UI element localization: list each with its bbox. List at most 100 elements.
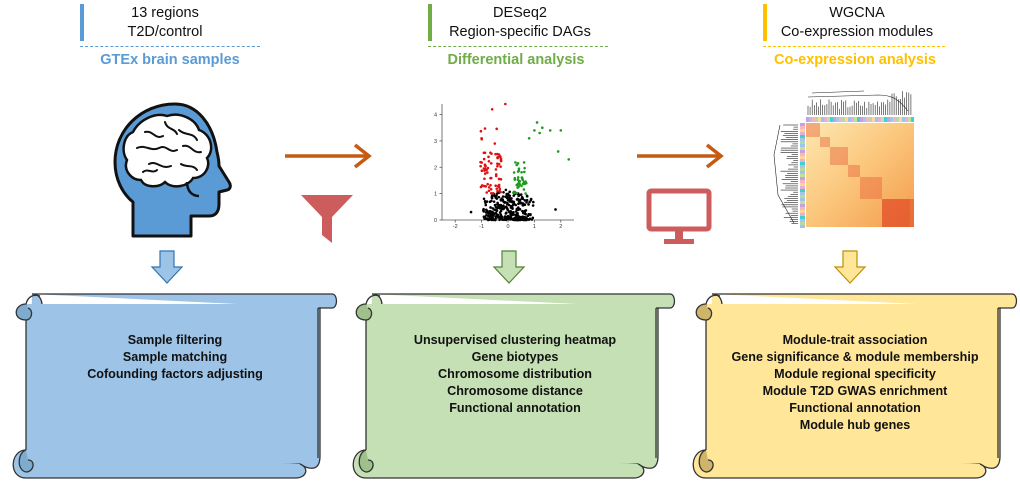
volcano-point [520,170,523,174]
volcano-point [517,182,521,186]
stage-diff-accent-bar [428,4,432,41]
volcano-point [498,211,502,214]
volcano-point [515,208,519,211]
module-color-cell [800,186,805,189]
module-color-cell [818,117,821,122]
module-color-cell [872,117,875,122]
volcano-point [548,129,552,132]
volcano-point [529,199,533,202]
volcano-point [480,136,483,140]
module-color-cell [800,159,805,162]
volcano-point [496,201,499,205]
volcano-point [488,212,492,215]
volcano-point [527,136,531,140]
volcano-point [497,177,501,181]
volcano-point [483,167,487,170]
volcano-point [495,194,498,197]
module-color-cell [899,117,902,122]
volcano-point [523,166,526,170]
volcano-point [497,195,501,199]
volcano-point [514,210,518,213]
volcano-point [499,155,502,158]
volcano-point [494,211,498,215]
volcano-point [494,174,498,178]
volcano-point [521,217,525,221]
volcano-point [480,169,484,173]
list-item: Unsupervised clustering heatmap [413,333,617,347]
volcano-point [493,218,497,222]
volcano-point [525,201,528,204]
module-color-cell [800,177,805,180]
module-color-cell [851,117,854,122]
volcano-point [524,192,527,195]
module-color-cell [869,117,872,122]
volcano-point [559,129,563,132]
scroll-coexp [692,293,1018,479]
module-color-cell [800,207,805,210]
volcano-point [482,197,486,201]
volcano-point [527,203,530,206]
module-color-cell [839,117,842,122]
module-color-cell [863,117,866,122]
volcano-point [503,206,507,209]
list-item: Functional annotation [449,401,581,415]
volcano-point [517,199,521,203]
list-item: Functional annotation [789,401,921,415]
module-color-cell [860,117,863,122]
stage-coexp-divider [763,46,945,47]
volcano-point [503,200,506,204]
module-color-cell [833,117,836,122]
y-tick-label: 0 [434,218,437,224]
monitor-icon [646,188,712,244]
module-color-cell [878,117,881,122]
volcano-point [482,157,486,161]
module-color-cell [800,174,805,177]
volcano-point [512,213,515,216]
volcano-point [516,197,520,201]
volcano-point [486,166,490,170]
volcano-point [497,153,501,156]
volcano-point [506,201,509,205]
volcano-point [489,191,493,195]
volcano-point [522,180,526,184]
module-color-cell [824,117,827,122]
volcano-point [506,214,510,218]
volcano-point [541,126,544,130]
volcano-point [520,184,523,188]
list-item: Sample filtering [127,333,223,347]
volcano-point [499,213,502,217]
volcano-point [494,205,498,209]
module-color-cell [809,117,812,122]
list-item: Gene significance & module membership [731,350,979,364]
volcano-point [509,214,512,218]
module-color-cell [896,117,899,122]
volcano-point [519,201,523,205]
volcano-point [504,188,508,192]
volcano-point [514,203,518,207]
volcano-point [493,142,497,145]
volcano-point [489,187,493,191]
stage-gtex-divider [80,46,260,47]
volcano-point [494,184,498,188]
module-color-cell [800,225,805,228]
volcano-point [495,187,499,190]
volcano-point [496,213,500,217]
volcano-point [489,162,493,165]
module-color-cell [815,117,818,122]
volcano-point [521,209,524,213]
y-tick-label: 2 [434,165,437,171]
volcano-point [488,200,492,204]
volcano-point [525,194,529,198]
module-color-cell [875,117,878,122]
module-color-cell [800,219,805,222]
volcano-point [525,198,529,202]
volcano-point [482,184,486,188]
filter-funnel-icon [301,195,353,243]
scroll-diff [352,293,676,479]
list-item: Module T2D GWAS enrichment [762,384,948,398]
module-color-cell [800,144,805,147]
list-item: Gene biotypes [471,350,559,364]
module-color-cell [800,180,805,183]
volcano-point [525,218,528,222]
module-color-cell [902,117,905,122]
